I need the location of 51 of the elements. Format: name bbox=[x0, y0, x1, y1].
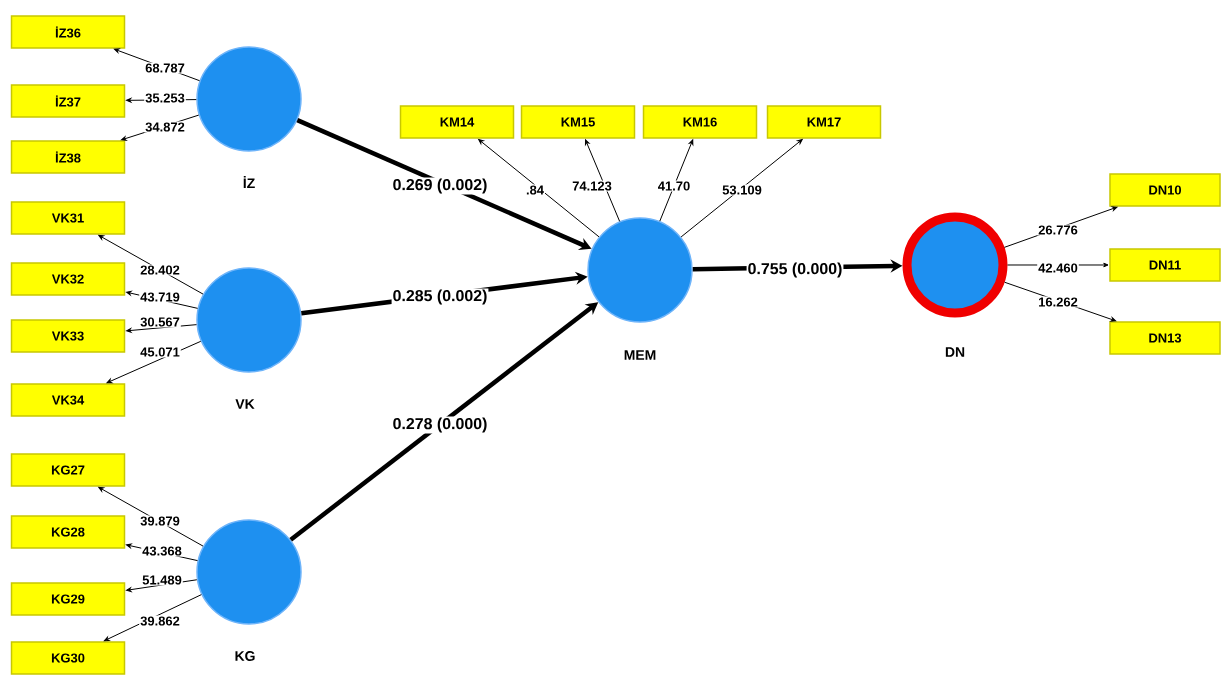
indicator-box: VK33 bbox=[10, 319, 126, 353]
arrow bbox=[106, 340, 202, 384]
edge-label: 41.70 bbox=[656, 180, 692, 192]
edge-label: 43.719 bbox=[139, 291, 181, 303]
indicator-box: KM14 bbox=[399, 105, 515, 139]
arrow bbox=[584, 139, 621, 222]
indicator-box: İZ37 bbox=[10, 84, 126, 118]
edge-label: 39.879 bbox=[139, 515, 181, 527]
construct-label: İZ bbox=[243, 176, 255, 188]
indicator-box: KG30 bbox=[10, 641, 126, 675]
construct-label: MEM bbox=[624, 350, 656, 360]
indicator-box: VK32 bbox=[10, 262, 126, 296]
indicator-box: İZ36 bbox=[10, 15, 126, 49]
edge-label: 30.567 bbox=[139, 316, 181, 328]
indicator-box: VK34 bbox=[10, 383, 126, 417]
arrow bbox=[478, 139, 600, 238]
edge-label: 0.269 (0.002) bbox=[391, 177, 489, 195]
edge-label: 26.776 bbox=[1037, 224, 1079, 236]
arrow bbox=[98, 234, 204, 295]
indicator-box: DN11 bbox=[1109, 248, 1221, 282]
construct-label: DN bbox=[945, 347, 965, 357]
edge-label: 16.262 bbox=[1037, 296, 1079, 308]
edge-label: 45.071 bbox=[139, 346, 181, 358]
indicator-box: KM15 bbox=[520, 105, 636, 139]
edge-label: 68.787 bbox=[144, 62, 186, 74]
edge-label: 35.253 bbox=[144, 92, 186, 104]
arrow bbox=[659, 139, 694, 222]
edge-label: 34.872 bbox=[144, 121, 186, 133]
indicator-box: KG28 bbox=[10, 515, 126, 549]
indicator-box: KG29 bbox=[10, 582, 126, 616]
edge-label: .84 bbox=[525, 184, 545, 196]
indicator-box: VK31 bbox=[10, 201, 126, 235]
indicator-box: KM16 bbox=[642, 105, 758, 139]
indicator-box: İZ38 bbox=[10, 140, 126, 174]
edge-label: 42.460 bbox=[1037, 262, 1079, 274]
edge-label: 74.123 bbox=[571, 180, 613, 192]
arrow bbox=[680, 139, 803, 238]
edge-label: 53.109 bbox=[721, 184, 763, 196]
indicator-box: KM17 bbox=[766, 105, 882, 139]
edge-label: 51.489 bbox=[141, 574, 183, 586]
edge-label: 28.402 bbox=[139, 264, 181, 276]
construct-label: VK bbox=[235, 399, 255, 409]
edge-label: 39.862 bbox=[139, 615, 181, 627]
edge-label: 0.285 (0.002) bbox=[391, 288, 489, 306]
construct-label: KG bbox=[235, 651, 255, 661]
edge-label: 0.755 (0.000) bbox=[746, 261, 844, 279]
edge-label: 43.368 bbox=[141, 545, 183, 557]
indicator-box: DN10 bbox=[1109, 173, 1221, 207]
edge-label: 0.278 (0.000) bbox=[391, 416, 489, 434]
indicator-box: DN13 bbox=[1109, 321, 1221, 355]
indicator-box: KG27 bbox=[10, 453, 126, 487]
